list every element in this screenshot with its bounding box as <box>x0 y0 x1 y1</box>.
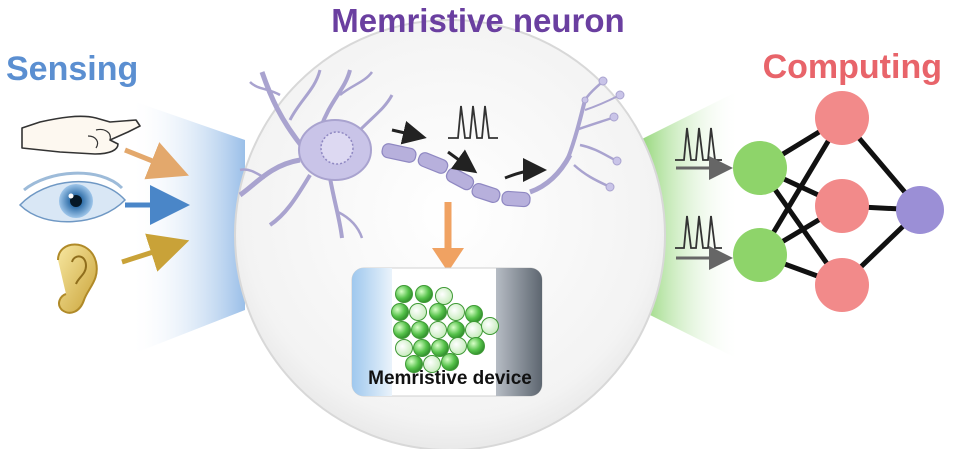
signal-arrow-1 <box>391 120 427 145</box>
signal-arrow-3 <box>504 158 547 183</box>
sensing-title: Sensing <box>6 50 139 88</box>
filament-particle <box>441 353 459 371</box>
conductive-filament <box>391 285 499 373</box>
filament-particle <box>393 321 411 339</box>
neuron-to-device-arrowhead <box>432 248 464 272</box>
sensing-funnel <box>130 100 245 355</box>
pointing-hand-icon <box>21 115 141 155</box>
neuron-soma <box>238 69 394 239</box>
filament-particle <box>449 337 467 355</box>
hearing-arrow <box>121 233 190 272</box>
signal-arrow-2 <box>447 149 478 174</box>
output-node <box>896 186 944 234</box>
filament-particle <box>415 285 433 303</box>
device-electrode-right <box>496 268 542 396</box>
filament-particle <box>391 303 409 321</box>
hidden-node-1 <box>815 91 869 145</box>
eye-icon <box>18 171 127 223</box>
hidden-node-2 <box>815 179 869 233</box>
axon-terminal <box>566 76 625 192</box>
neuron-axon <box>381 143 573 208</box>
memristive-neuron-title: Memristive neuron <box>331 2 625 39</box>
input-node-1 <box>733 141 787 195</box>
hidden-node-3 <box>815 258 869 312</box>
filament-particle <box>429 303 447 321</box>
memristive-device <box>351 267 543 397</box>
filament-particle <box>395 339 413 357</box>
filament-particle <box>447 303 465 321</box>
filament-particle <box>467 337 485 355</box>
filament-particle <box>411 321 429 339</box>
device-electrode-left <box>352 268 392 396</box>
input-node-2 <box>733 228 787 282</box>
filament-particle <box>413 339 431 357</box>
filament-particle <box>481 317 499 335</box>
filament-particle <box>435 287 453 305</box>
filament-particle <box>409 303 427 321</box>
spike-train-lower <box>675 215 722 249</box>
filament-particle <box>395 285 413 303</box>
memristive-device-label: Memristive device <box>368 368 532 389</box>
filament-particle <box>465 305 483 323</box>
filament-particle <box>405 355 423 373</box>
touch-arrow <box>124 142 189 180</box>
spike-train-neuron <box>448 105 498 139</box>
filament-particle <box>465 321 483 339</box>
filament-particle <box>423 355 441 373</box>
computing-title: Computing <box>762 48 942 86</box>
filament-particle <box>431 339 449 357</box>
filament-particle <box>429 321 447 339</box>
filament-particle <box>447 321 465 339</box>
spike-train-upper <box>675 127 722 161</box>
ear-icon <box>57 243 98 314</box>
